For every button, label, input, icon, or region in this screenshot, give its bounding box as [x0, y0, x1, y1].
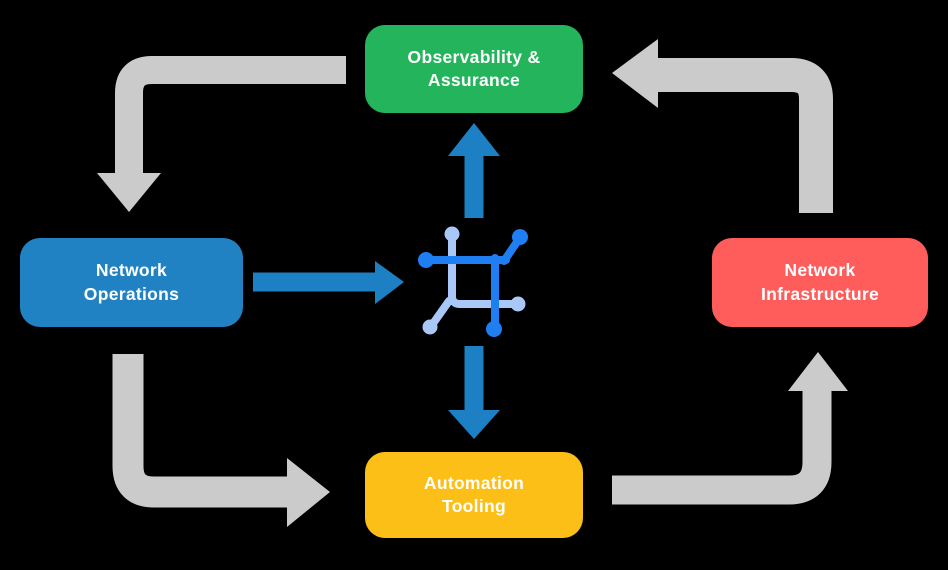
network-mesh-icon-dark-branches — [418, 229, 528, 337]
arrow-center-to-observability — [448, 123, 500, 218]
arrow-infrastructure-to-observability-head — [612, 39, 658, 108]
icon-light-path — [448, 233, 521, 308]
arrow-infrastructure-to-observability-shaft — [657, 58, 833, 213]
node-network-infrastructure: Network Infrastructure — [712, 238, 928, 327]
arrow-automation-to-infrastructure-shaft — [612, 391, 832, 505]
icon-light-node-bottom-left — [422, 319, 438, 335]
arrow-operations-to-automation-shaft — [112, 354, 288, 508]
arrow-center-to-automation-head — [448, 410, 500, 439]
icon-light-node-top — [444, 226, 460, 242]
node-observability-assurance-label: Observability & Assurance — [407, 46, 541, 90]
node-automation-tooling-label: Automation Tooling — [423, 472, 525, 516]
arrow-observability-to-operations-shaft — [115, 56, 346, 176]
network-mesh-icon — [418, 226, 528, 337]
arrow-center-to-observability-head — [448, 123, 500, 156]
arrow-infrastructure-to-observability — [612, 39, 833, 213]
icon-dark-node-left — [418, 252, 434, 268]
arrow-operations-to-automation — [112, 354, 330, 527]
icon-light-node-right — [510, 296, 526, 312]
node-network-operations-label: Network Operations — [83, 260, 180, 304]
arrow-observability-to-operations — [97, 56, 346, 212]
network-mesh-icon-light-branches — [422, 226, 526, 335]
node-automation-tooling: Automation Tooling — [365, 452, 583, 538]
arrow-automation-to-infrastructure-head — [788, 352, 848, 391]
arrow-observability-to-operations-head — [97, 173, 161, 212]
node-observability-assurance: Observability & Assurance — [365, 25, 583, 113]
arrow-automation-to-infrastructure — [612, 352, 848, 505]
arrow-operations-to-center — [253, 261, 404, 304]
icon-dark-node-bottom — [486, 321, 502, 337]
icon-light-diagonal — [428, 297, 453, 329]
arrow-operations-to-center-head — [375, 261, 404, 304]
node-network-infrastructure-label: Network Infrastructure — [761, 260, 879, 304]
node-network-operations: Network Operations — [20, 238, 243, 327]
icon-dark-node-top-right — [512, 229, 528, 245]
arrow-operations-to-automation-head — [287, 458, 330, 527]
arrow-center-to-automation — [448, 346, 500, 439]
